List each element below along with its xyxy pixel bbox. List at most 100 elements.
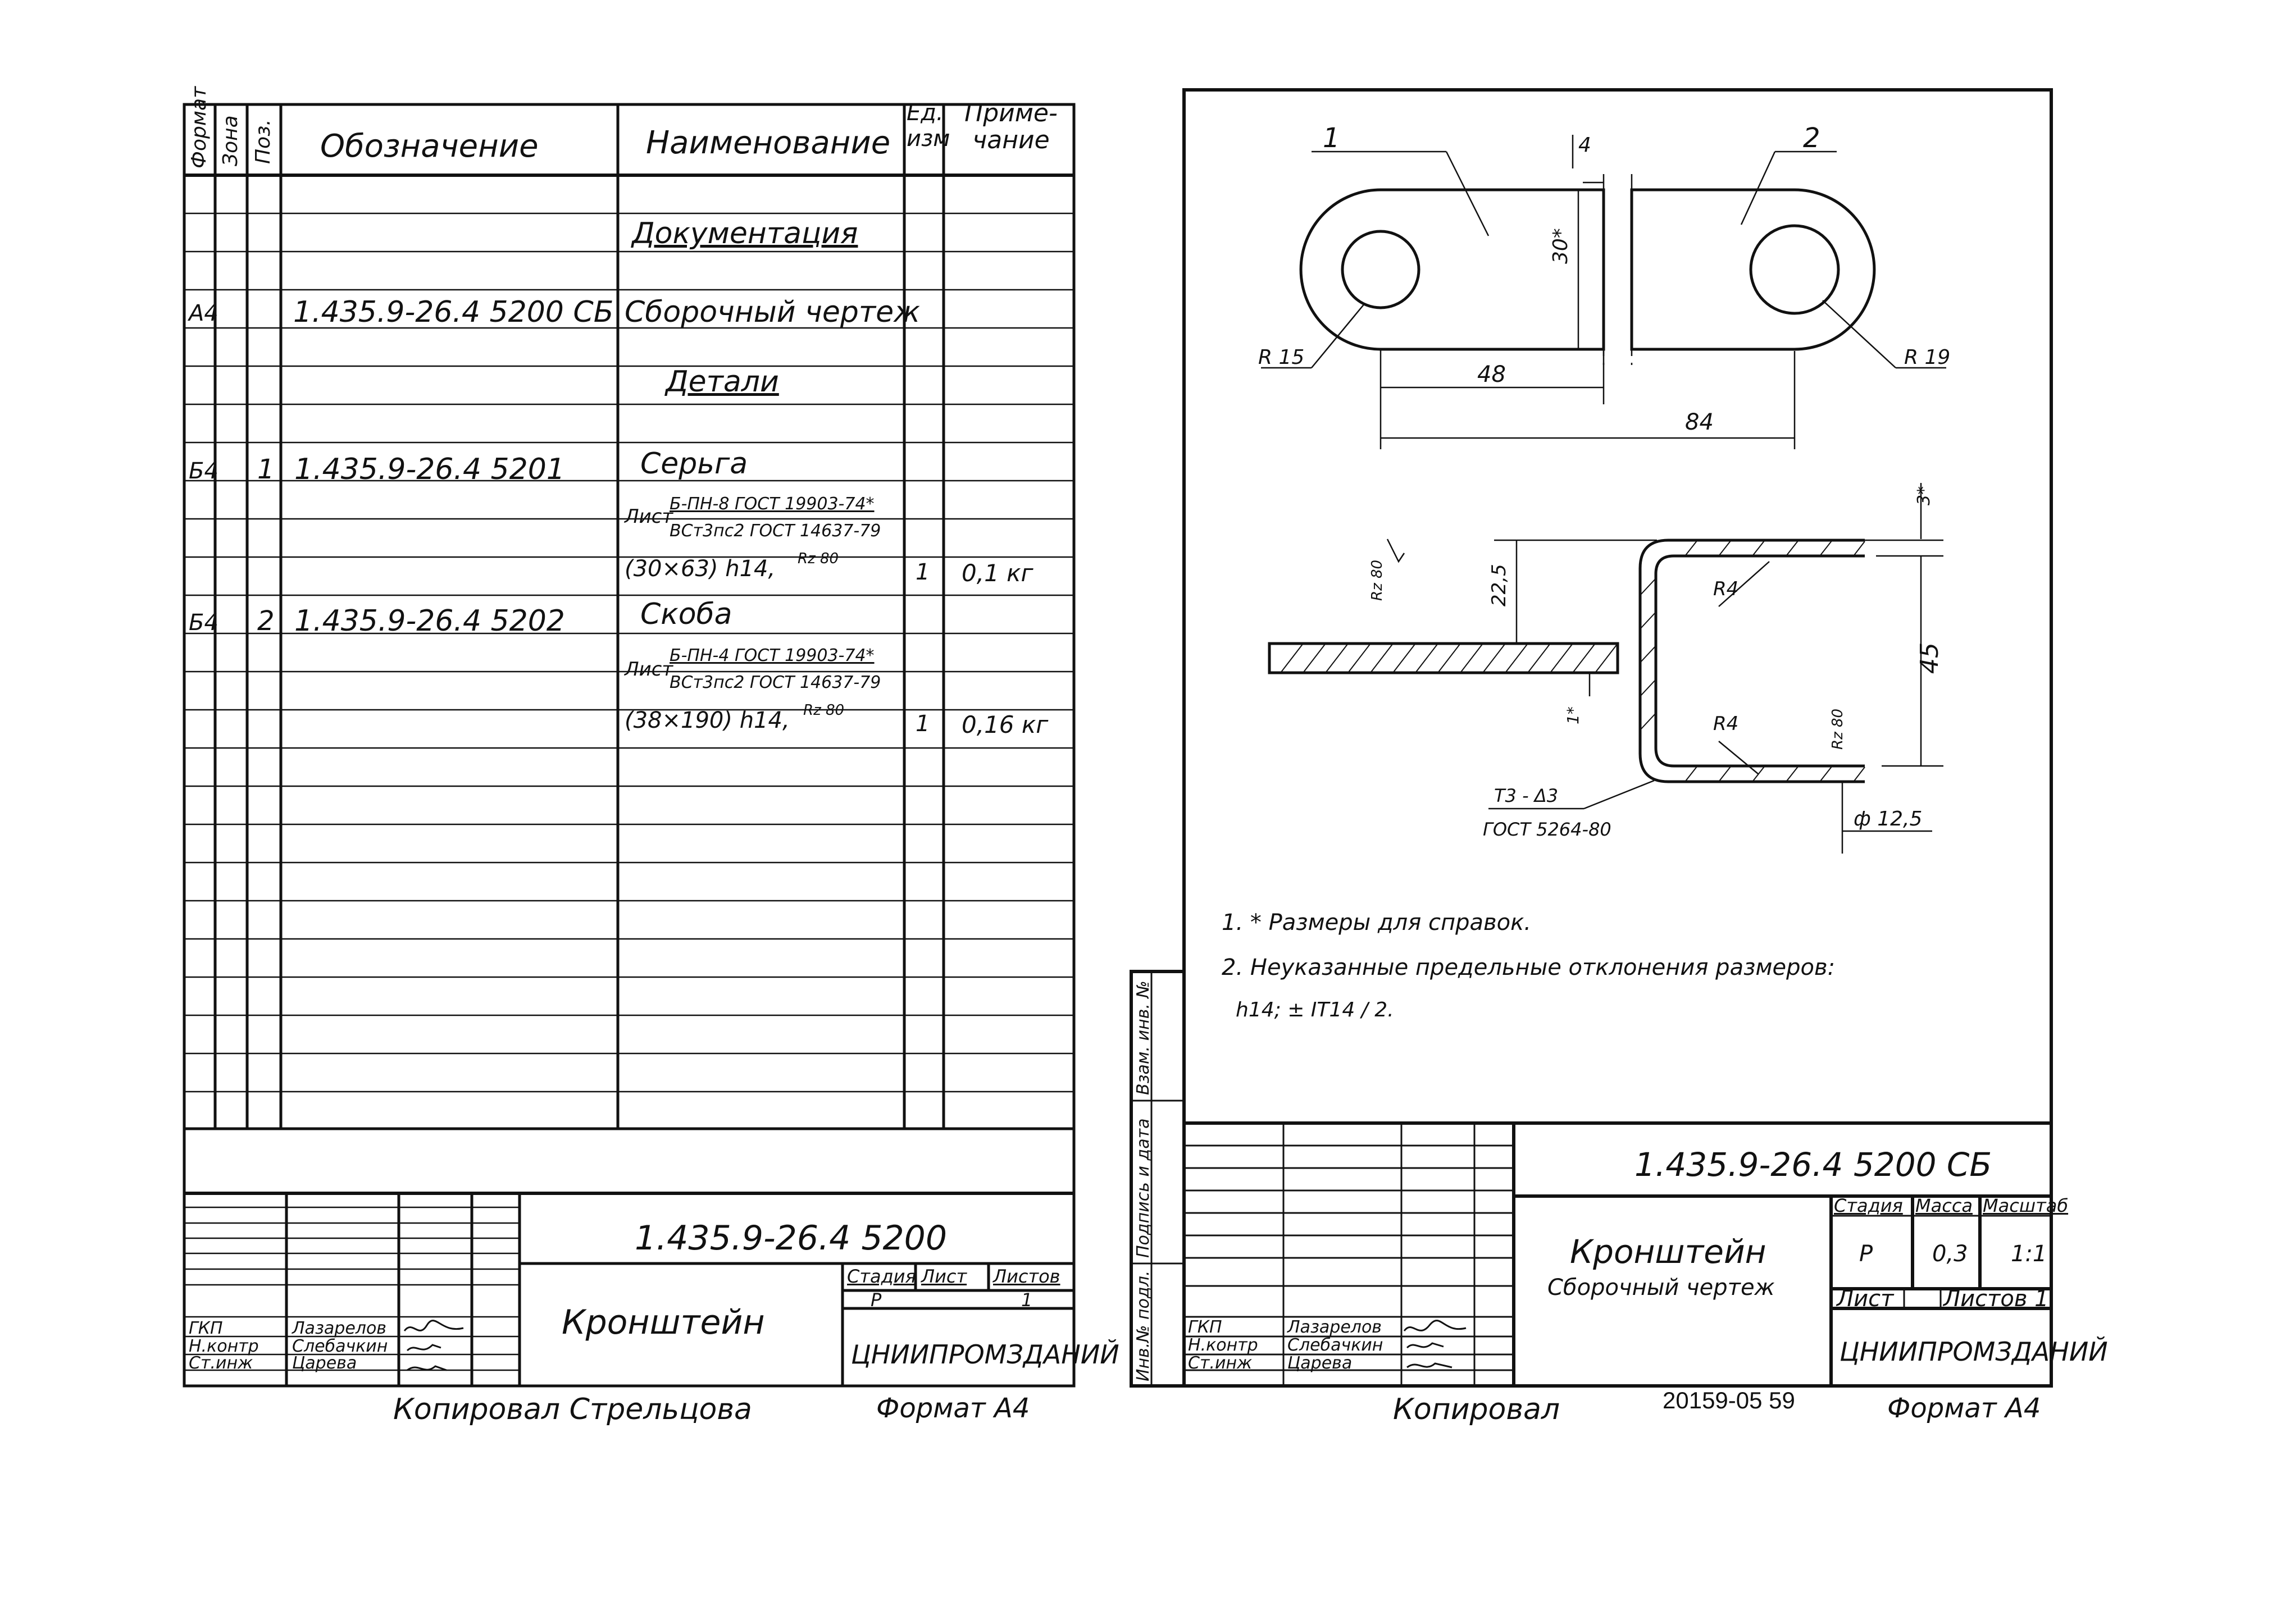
section-documentation: Документация (632, 217, 858, 250)
stamp-signature-date: Подпись и дата (1133, 1118, 1153, 1258)
spec-code: 1.435.9-26.4 5200 (635, 1219, 948, 1258)
radius-4-outer: R4 (1713, 578, 1738, 600)
dim-4: 4 (1578, 134, 1591, 157)
name-3: Царева (292, 1353, 357, 1373)
spec-grid (183, 103, 1076, 1388)
stage-value: Р (1859, 1241, 1873, 1267)
role-3: Ст.инж (189, 1353, 253, 1373)
radius-19: R 19 (1904, 346, 1950, 369)
weld-standard: ГОСТ 5264-80 (1483, 819, 1611, 840)
item-size: (38×190) h14, (625, 708, 790, 733)
item-roughness: Rz 80 (803, 702, 845, 719)
header-zone: Зона (219, 115, 242, 166)
role-1: ГКП (1188, 1317, 1222, 1337)
item-format: Б4 (189, 458, 218, 484)
header-format: Формат (188, 86, 211, 168)
note-1: 1. * Размеры для справок. (1222, 910, 1531, 936)
dim-45: 45 (1915, 642, 1944, 674)
drawing-subtitle: Сборочный чертеж (1547, 1275, 1775, 1301)
top-view (1299, 188, 1876, 351)
section-view (1268, 539, 1865, 783)
section-details: Детали (666, 365, 779, 399)
item-size: (30×63) h14, (625, 556, 776, 582)
item-format: Б4 (189, 610, 218, 636)
scale-value: 1:1 (2011, 1241, 2047, 1267)
item-material-bottom: ВСт3пс2 ГОСТ 14637-79 (670, 673, 881, 692)
scale-label: Масштаб (1983, 1195, 2069, 1216)
signatures-right (1403, 1320, 1467, 1368)
dim-84: 84 (1685, 409, 1714, 435)
doc-name: Сборочный чертеж (625, 295, 920, 329)
signatures (403, 1320, 464, 1371)
stamp-inventory: Инв.№ подл. (1133, 1270, 1153, 1381)
drawing-code: 1.435.9-26.4 5200 СБ (1634, 1146, 1992, 1184)
pos-1-label: 1 (1323, 122, 1340, 154)
item-roughness: Rz 80 (798, 550, 839, 567)
item-material-top: Б-ПН-8 ГОСТ 19903-74* (670, 494, 875, 514)
spec-title: Кронштейн (562, 1303, 765, 1342)
stage-value: Р (871, 1289, 882, 1311)
radius-4-inner: R4 (1713, 713, 1738, 735)
item-qty: 1 (916, 559, 930, 585)
dim-1: 1* (1564, 706, 1582, 724)
dim-30: 30* (1549, 228, 1572, 264)
item-pos: 2 (257, 605, 275, 637)
sheets-value: 1 (1021, 1289, 1033, 1311)
radius-15: R 15 (1258, 346, 1304, 369)
drawing-title: Кронштейн (1570, 1233, 1766, 1271)
mass-label: Масса (1915, 1195, 1973, 1216)
footer-number: 20159-05 59 (1663, 1387, 1795, 1413)
item-material-prefix: Лист (625, 658, 673, 681)
dim-3: 3* (1914, 486, 1934, 505)
organization: ЦНИИПРОМЗДАНИЙ (851, 1339, 1119, 1370)
item-name: Серьга (640, 447, 748, 481)
drawing-border (1182, 88, 2053, 1388)
footer-copied: Копировал Стрельцова (393, 1393, 752, 1426)
item-material-prefix: Лист (625, 505, 673, 528)
note-2: 2. Неуказанные предельные отклонения раз… (1222, 955, 1836, 980)
roughness-b: Rz 80 (1829, 709, 1846, 750)
name-3: Царева (1287, 1353, 1353, 1373)
item-pos: 1 (257, 454, 275, 485)
item-mass: 0,1 кг (962, 559, 1033, 587)
stage-label: Стадия (847, 1266, 916, 1287)
stamp-replaced-inventory: Взам. инв. № (1133, 980, 1153, 1095)
note-3: h14; ± IT14 / 2. (1236, 998, 1394, 1021)
dim-22-5: 22,5 (1488, 564, 1510, 606)
sheets-label: Листов 1 (1943, 1286, 2049, 1312)
mass-value: 0,3 (1932, 1241, 1968, 1267)
dim-48: 48 (1477, 362, 1506, 387)
sheet-label: Лист (1837, 1286, 1894, 1312)
footer-format: Формат А4 (1887, 1393, 2041, 1424)
sheet-label: Лист (921, 1266, 967, 1287)
name-2: Слебачкин (292, 1336, 388, 1356)
hole-diameter: ф 12,5 (1854, 808, 1922, 831)
item-material-top: Б-ПН-4 ГОСТ 19903-74* (670, 646, 875, 665)
doc-designation: 1.435.9-26.4 5200 СБ (293, 295, 614, 329)
name-2: Слебачкин (1287, 1335, 1383, 1355)
role-3: Ст.инж (1188, 1353, 1253, 1373)
item-designation: 1.435.9-26.4 5201 (294, 453, 565, 486)
pos-2-label: 2 (1803, 122, 1820, 154)
header-note: Приме-чание (964, 99, 1058, 154)
footer-copied: Копировал (1393, 1393, 1560, 1426)
header-pos: Поз. (252, 119, 275, 164)
header-designation: Обозначение (320, 128, 539, 165)
name-1: Лазарелов (1287, 1317, 1382, 1337)
weld-symbol: Т3 - Δ3 (1494, 785, 1558, 806)
footer-format: Формат А4 (876, 1393, 1030, 1424)
role-2: Н.контр (189, 1336, 259, 1356)
hatching (1280, 540, 1865, 782)
stage-label: Стадия (1834, 1195, 1903, 1216)
roughness-a: Rz 80 (1369, 560, 1386, 601)
item-name: Скоба (640, 597, 732, 631)
item-qty: 1 (916, 711, 930, 737)
sheets-label: Листов (993, 1266, 1060, 1287)
item-mass: 0,16 кг (962, 711, 1049, 738)
organization: ЦНИИПРОМЗДАНИЙ (1840, 1336, 2108, 1367)
role-2: Н.контр (1188, 1335, 1258, 1355)
header-name: Наименование (646, 125, 891, 161)
name-1: Лазарелов (292, 1319, 386, 1338)
item-material-bottom: ВСт3пс2 ГОСТ 14637-79 (670, 521, 881, 541)
doc-format: А4 (189, 300, 218, 326)
